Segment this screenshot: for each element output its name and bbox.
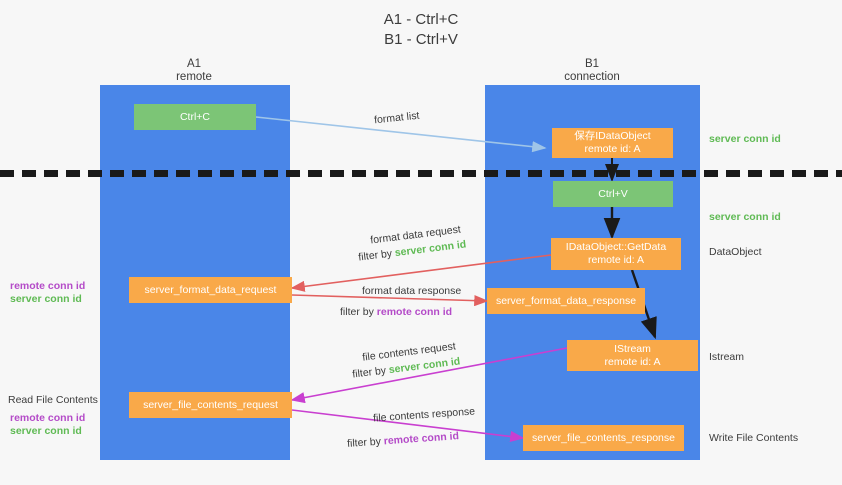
annotation-remote-conn-id-1: remote conn id	[10, 280, 86, 292]
lane-a1-subtitle: remote	[176, 71, 212, 83]
box-ctrl-v[interactable]: Ctrl+V	[553, 181, 673, 207]
box-getdata-line1: IDataObject::GetData	[565, 241, 667, 253]
annotation-server-conn-id-second: server conn id	[709, 211, 781, 223]
file-contents-response-filter-value: remote conn id	[383, 430, 460, 448]
box-server-file-contents-request-label: server_file_contents_request	[143, 398, 278, 411]
diagram-title: A1 - Ctrl+C B1 - Ctrl+V	[292, 10, 550, 50]
box-server-format-data-request-label: server_format_data_request	[144, 283, 277, 296]
box-istream[interactable]: IStream remote id: A	[567, 340, 698, 371]
arrow-label-file-contents-response: file contents response	[372, 405, 476, 425]
lane-b1-subtitle: connection	[564, 71, 620, 83]
format-data-request-filter-prefix: filter by	[357, 247, 396, 264]
file-contents-response-filter-prefix: filter by	[346, 435, 385, 450]
box-ctrl-c-label: Ctrl+C	[179, 110, 211, 123]
annotation-istream: Istream	[709, 351, 745, 363]
box-ctrl-v-label: Ctrl+V	[598, 187, 628, 200]
box-server-file-contents-response-label: server_file_contents_response	[531, 431, 675, 444]
box-server-file-contents-request[interactable]: server_file_contents_request	[129, 392, 292, 418]
arrow-label-format-data-response: format data response	[362, 285, 462, 297]
box-idataobject[interactable]: 保存IDataObject remote id: A	[552, 128, 673, 158]
annotation-remote-conn-id-2: remote conn id	[10, 412, 86, 424]
annotation-server-conn-id-1: server conn id	[10, 293, 82, 305]
box-idataobject-line2: remote id: A	[584, 143, 641, 155]
lane-b1-name: B1	[584, 58, 600, 70]
box-server-format-data-response[interactable]: server_format_data_response	[487, 288, 645, 314]
box-getdata[interactable]: IDataObject::GetData remote id: A	[551, 238, 681, 270]
arrow-label-file-contents-response-filter: filter by remote conn id	[347, 429, 460, 451]
lane-header-b1: B1 connection	[532, 58, 652, 84]
box-server-format-data-response-label: server_format_data_response	[495, 294, 637, 307]
format-data-response-filter-value: remote conn id	[376, 306, 453, 318]
arrow-label-format-list: format list	[373, 109, 421, 127]
box-server-format-data-request[interactable]: server_format_data_request	[129, 277, 292, 303]
file-contents-request-filter-prefix: filter by	[351, 364, 390, 381]
annotation-write-file-contents: Write File Contents	[709, 432, 799, 444]
dashed-divider	[0, 170, 842, 177]
lane-a1-name: A1	[186, 58, 202, 70]
box-istream-line2: remote id: A	[604, 355, 661, 368]
box-server-file-contents-response[interactable]: server_file_contents_response	[523, 425, 684, 451]
lane-header-a1: A1 remote	[134, 58, 254, 84]
annotation-dataobject: DataObject	[709, 246, 762, 258]
annotation-server-conn-id-top: server conn id	[709, 133, 781, 145]
format-data-response-filter-prefix: filter by	[340, 306, 377, 318]
diagram-title-line2: B1 - Ctrl+V	[384, 31, 458, 48]
box-ctrl-c[interactable]: Ctrl+C	[134, 104, 256, 130]
box-istream-line1: IStream	[614, 342, 651, 355]
box-idataobject-line1: 保存IDataObject	[574, 130, 651, 142]
diagram-title-line1: A1 - Ctrl+C	[383, 11, 459, 28]
annotation-server-conn-id-2: server conn id	[10, 425, 82, 437]
annotation-read-file-contents: Read File Contents	[8, 394, 98, 406]
arrow-label-format-data-response-filter: filter by remote conn id	[340, 305, 452, 319]
box-getdata-line2: remote id: A	[587, 254, 645, 266]
